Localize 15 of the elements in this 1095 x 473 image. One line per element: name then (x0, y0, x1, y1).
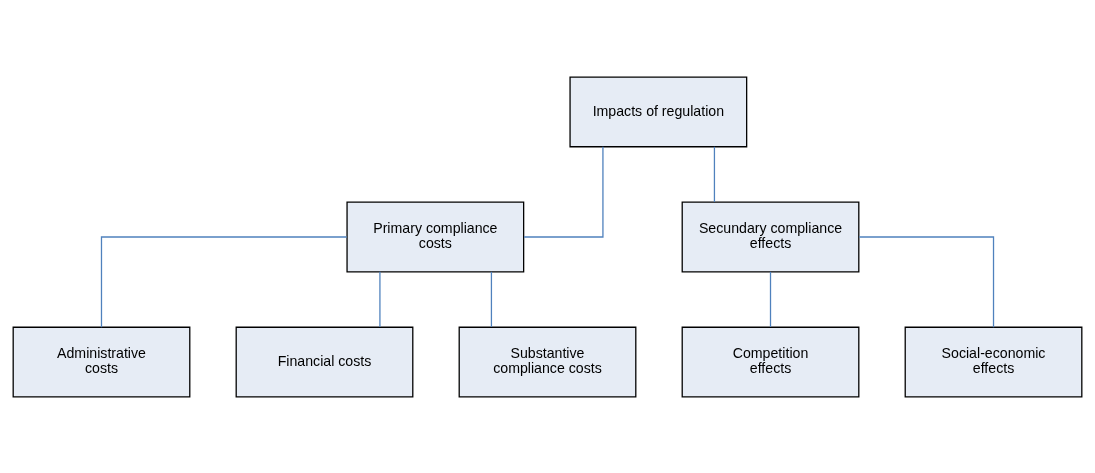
connector (858, 235, 995, 328)
connector (523, 145, 604, 238)
connector (100, 235, 348, 328)
node-box: Secundary compliance effects (681, 201, 860, 272)
connector (769, 270, 772, 328)
node-box: Primary compliance costs (346, 201, 525, 272)
node-box: Financial costs (235, 326, 414, 397)
node-box: Administrative costs (12, 326, 191, 397)
node-box: Impacts of regulation (569, 76, 748, 147)
connector (713, 145, 716, 203)
node-box: Substantive compliance costs (458, 326, 637, 397)
connector (490, 270, 493, 328)
connector (379, 270, 381, 328)
node-box: Competition effects (681, 326, 860, 397)
node-box: Social-economic effects (904, 326, 1083, 397)
